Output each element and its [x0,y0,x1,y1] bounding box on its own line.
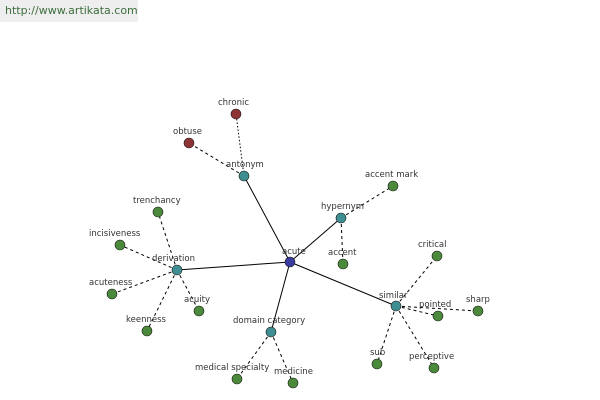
node-dot-similar[interactable] [390,300,402,312]
node-domain-category[interactable]: domain category [233,316,305,338]
edge-derivation-trenchancy [157,211,178,271]
node-label-keenness[interactable]: keenness [126,315,167,325]
node-label-perceptive[interactable]: perceptive [409,352,454,362]
node-dot-acuteness[interactable] [106,288,118,300]
edge-domain-category-medical-specialty [236,331,272,380]
node-label-antonym[interactable]: antonym [226,160,264,170]
node-accent[interactable]: accent [328,248,357,270]
node-dot-accent-mark[interactable] [387,180,399,192]
node-label-acute[interactable]: acute [282,247,306,257]
node-label-pointed[interactable]: pointed [419,300,451,310]
edge-derivation-keenness [146,269,178,332]
edge-acute-similar [289,261,397,307]
node-dot-obtuse[interactable] [183,137,195,149]
node-label-trenchancy[interactable]: trenchancy [133,196,181,206]
node-label-sharp[interactable]: sharp [466,295,490,305]
node-acuteness[interactable]: acuteness [89,278,133,300]
node-dot-critical[interactable] [431,250,443,262]
node-medicine[interactable]: medicine [274,367,313,389]
node-dot-acuity[interactable] [193,305,205,317]
edge-similar-critical [395,255,438,307]
edge-hypernym-accent-mark [340,185,394,219]
node-dot-sub[interactable] [371,358,383,370]
node-label-similar[interactable]: similar [379,291,408,301]
node-label-sub[interactable]: sub [370,348,385,358]
node-dot-sharp[interactable] [472,305,484,317]
node-dot-chronic[interactable] [230,108,242,120]
node-dot-medical-specialty[interactable] [231,373,243,385]
edge-acute-antonym [243,175,291,263]
node-label-medicine[interactable]: medicine [274,367,313,377]
node-derivation[interactable]: derivation [152,254,195,276]
node-dot-domain-category[interactable] [265,326,277,338]
node-label-critical[interactable]: critical [418,240,446,250]
node-trenchancy[interactable]: trenchancy [133,196,181,218]
edge-acute-derivation [176,261,291,271]
node-medical-specialty[interactable]: medical specialty [195,363,269,385]
edge-similar-perceptive [395,305,435,369]
node-dot-keenness[interactable] [141,325,153,337]
node-label-incisiveness[interactable]: incisiveness [89,229,141,239]
node-dot-hypernym[interactable] [335,212,347,224]
node-dot-trenchancy[interactable] [152,206,164,218]
node-dot-pointed[interactable] [432,310,444,322]
edge-derivation-acuity [176,269,200,312]
node-accent-mark[interactable]: accent mark [365,170,418,192]
node-label-acuteness[interactable]: acuteness [89,278,133,288]
node-keenness[interactable]: keenness [126,315,167,337]
node-label-derivation[interactable]: derivation [152,254,195,264]
site-url-banner[interactable]: http://www.artikata.com [0,0,138,22]
node-hypernym[interactable]: hypernym [321,202,364,224]
node-dot-acute[interactable] [284,256,296,268]
edge-derivation-incisiveness [119,244,178,271]
node-dot-incisiveness[interactable] [114,239,126,251]
node-label-accent-mark[interactable]: accent mark [365,170,418,180]
node-label-hypernym[interactable]: hypernym [321,202,364,212]
edges-layer [111,113,479,384]
edge-antonym-obtuse [188,142,245,177]
edge-acute-hypernym [289,217,342,263]
node-chronic[interactable]: chronic [218,98,249,120]
edge-similar-pointed [395,305,439,317]
node-obtuse[interactable]: obtuse [173,127,202,149]
nodes-layer: acute antonym hypernym derivation similar dom… [89,98,490,389]
node-acuity[interactable]: acuity [184,295,210,317]
edge-similar-sub [376,305,397,365]
node-pointed[interactable]: pointed [419,300,451,322]
node-acute[interactable]: acute [282,247,306,268]
node-dot-perceptive[interactable] [428,362,440,374]
node-sub[interactable]: sub [370,348,385,370]
edge-acute-domain-category [270,261,291,333]
node-antonym[interactable]: antonym [226,160,264,182]
node-dot-derivation[interactable] [171,264,183,276]
node-label-acuity[interactable]: acuity [184,295,210,305]
node-label-medical-specialty[interactable]: medical specialty [195,363,269,373]
node-perceptive[interactable]: perceptive [409,352,454,374]
node-dot-antonym[interactable] [238,170,250,182]
node-critical[interactable]: critical [418,240,446,262]
node-dot-medicine[interactable] [287,377,299,389]
node-similar[interactable]: similar [379,291,408,312]
node-incisiveness[interactable]: incisiveness [89,229,141,251]
node-label-chronic[interactable]: chronic [218,98,249,108]
edge-hypernym-accent [340,217,344,265]
node-dot-accent[interactable] [337,258,349,270]
node-label-accent[interactable]: accent [328,248,357,258]
node-label-obtuse[interactable]: obtuse [173,127,202,137]
node-label-domain-category[interactable]: domain category [233,316,305,326]
edge-similar-sharp [395,305,479,312]
node-sharp[interactable]: sharp [466,295,490,317]
